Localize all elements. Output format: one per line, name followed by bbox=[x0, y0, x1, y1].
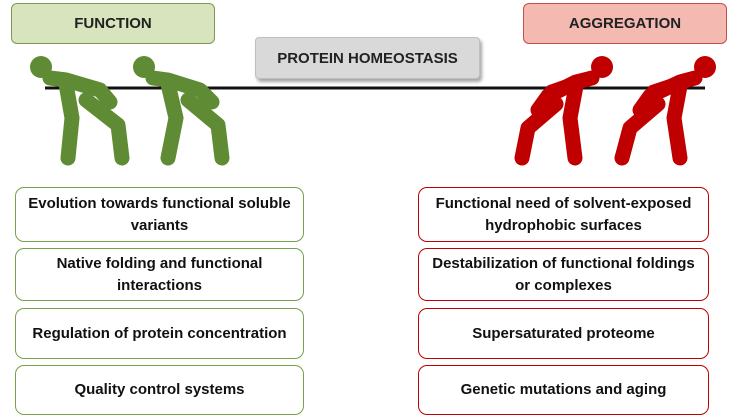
green-figures-icon bbox=[30, 56, 230, 166]
function-label: FUNCTION bbox=[11, 3, 215, 44]
function-item-box: Quality control systems bbox=[15, 365, 304, 415]
red-figures-icon bbox=[514, 56, 716, 166]
function-item-box: Native folding and functional interactio… bbox=[15, 248, 304, 301]
aggregation-label: AGGREGATION bbox=[523, 3, 727, 44]
aggregation-item-box: Functional need of solvent-exposed hydro… bbox=[418, 187, 709, 242]
protein-homeostasis-label: PROTEIN HOMEOSTASIS bbox=[255, 37, 480, 79]
aggregation-item-box: Destabilization of functional foldings o… bbox=[418, 248, 709, 301]
function-item-box: Evolution towards functional soluble var… bbox=[15, 187, 304, 242]
tug-of-war-illustration bbox=[30, 56, 716, 166]
aggregation-item-box: Supersaturated proteome bbox=[418, 308, 709, 359]
function-item-box: Regulation of protein concentration bbox=[15, 308, 304, 359]
aggregation-item-box: Genetic mutations and aging bbox=[418, 365, 709, 415]
